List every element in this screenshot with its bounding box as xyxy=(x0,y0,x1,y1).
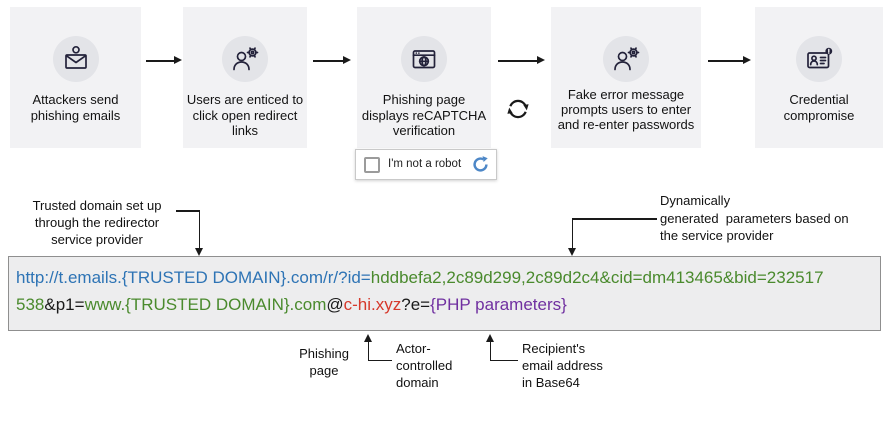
annotation-dynamic-params: Dynamically generated parameters based o… xyxy=(660,193,849,243)
stage-icon-circle xyxy=(603,36,649,82)
url-line-2: 538&p1=www.{TRUSTED DOMAIN}.com@c-hi.xyz… xyxy=(16,291,567,318)
actor-domain-arrow-head xyxy=(363,334,372,342)
stage-icon-circle xyxy=(401,36,447,82)
stage-icon-circle xyxy=(52,36,99,82)
stage-label: Fake error message prompts users to ente… xyxy=(557,87,695,132)
recipient-email-arrow-head xyxy=(485,334,494,342)
url-segment: @ xyxy=(326,295,344,314)
label-recipient-email: Recipient's email address in Base64 xyxy=(522,341,603,390)
annotation-trusted-domain: Trusted domain set up through the redire… xyxy=(32,198,162,247)
refresh-cycle-icon xyxy=(507,99,529,119)
flow-stage-users-enticed: Users are enticed to click open redirect… xyxy=(183,7,307,148)
stage-icon-circle xyxy=(796,36,842,82)
flow-stage-phishing-page: Phishing page displays reCAPTCHA verific… xyxy=(357,7,491,148)
actor-domain-arrow-line xyxy=(367,341,370,361)
flow-arrow-line xyxy=(708,60,744,62)
url-segment: www.{TRUSTED DOMAIN}.com xyxy=(84,295,327,314)
url-segment: ?e= xyxy=(401,295,431,314)
trusted-domain-arrow-line xyxy=(198,210,201,248)
flow-arrow-head xyxy=(743,56,751,65)
actor-domain-arrow-line xyxy=(368,359,392,362)
flow-stage-fake-error: Fake error message prompts users to ente… xyxy=(551,7,701,148)
recaptcha-widget: I'm not a robot xyxy=(355,149,497,180)
flow-arrow-head xyxy=(537,56,545,65)
url-segment: {PHP parameters} xyxy=(430,295,567,314)
recaptcha-logo-icon xyxy=(473,156,488,172)
dynamic-params-arrow-line xyxy=(571,218,574,248)
flow-arrow-head xyxy=(174,56,182,65)
recipient-email-arrow-line xyxy=(490,359,518,362)
user-gear-icon xyxy=(614,47,640,71)
label-phishing-page: Phishing page xyxy=(299,346,349,378)
envelope-alert-icon xyxy=(64,45,87,69)
flow-stage-attackers-send: Attackers send phishing emails xyxy=(10,7,141,148)
stage-label: Phishing page displays reCAPTCHA verific… xyxy=(361,92,487,138)
flow-arrow-line xyxy=(498,60,538,62)
url-segment: hddbefa2,2c89d299,2c89d2c4&cid=dm413465&… xyxy=(370,268,824,287)
recaptcha-checkbox[interactable] xyxy=(364,157,380,173)
flow-stage-credential-compromise: Credential compromise xyxy=(755,7,883,148)
url-segment: http://t.emails.{TRUSTED DOMAIN}.com/r/?… xyxy=(16,268,371,287)
url-box: http://t.emails.{TRUSTED DOMAIN}.com/r/?… xyxy=(8,256,881,331)
stage-label: Credential compromise xyxy=(783,92,855,123)
stage-label: Attackers send phishing emails xyxy=(30,92,121,123)
url-segment: c-hi.xyz xyxy=(343,295,402,314)
browser-globe-icon xyxy=(412,50,436,69)
url-segment: &p1= xyxy=(44,295,85,314)
recaptcha-label: I'm not a robot xyxy=(388,158,462,170)
recipient-email-arrow-line xyxy=(489,341,492,361)
url-segment: 538 xyxy=(16,295,45,314)
stage-icon-circle xyxy=(222,36,268,82)
trusted-domain-arrow-head xyxy=(194,248,203,256)
url-line-1: http://t.emails.{TRUSTED DOMAIN}.com/r/?… xyxy=(16,264,824,291)
flow-arrow-line xyxy=(313,60,344,62)
trusted-domain-arrow-line xyxy=(176,210,200,212)
stage-label: Users are enticed to click open redirect… xyxy=(186,92,304,138)
id-card-alert-icon xyxy=(807,47,833,69)
dynamic-params-arrow-line xyxy=(572,218,657,220)
users-gear-icon xyxy=(233,47,259,71)
flow-arrow-line xyxy=(146,60,175,62)
flow-arrow-head xyxy=(343,56,351,65)
dynamic-params-arrow-head xyxy=(567,248,576,256)
label-actor-domain: Actor- controlled domain xyxy=(396,341,453,390)
